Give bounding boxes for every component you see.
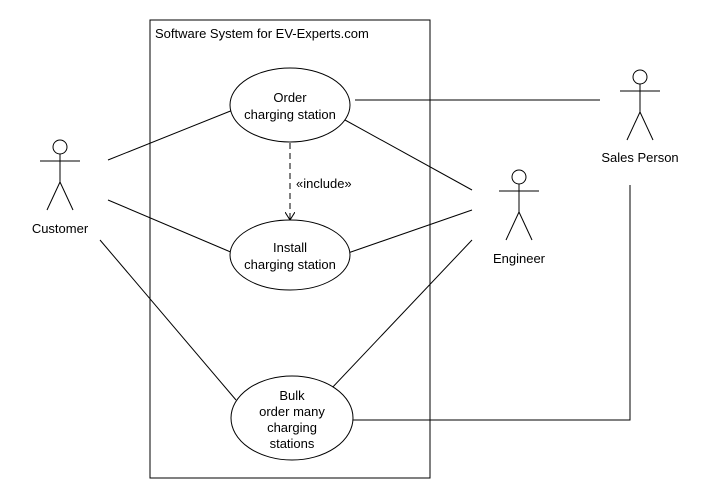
- use-case-bulk-line-2: order many: [259, 404, 325, 419]
- stick-figure-icon: [40, 139, 80, 211]
- assoc-sales-bulk: [352, 185, 631, 421]
- assoc-customer-install: [107, 199, 234, 254]
- use-case-install-line-1: Install: [273, 240, 307, 255]
- use-case-bulk-order[interactable]: Bulk order many charging stations: [230, 375, 354, 461]
- use-case-bulk-line-4: stations: [270, 436, 315, 451]
- stick-figure-icon: [620, 69, 660, 141]
- assoc-engineer-bulk: [329, 239, 473, 391]
- use-case-install-charging-station[interactable]: Install charging station: [229, 219, 351, 291]
- system-boundary: [149, 19, 431, 479]
- use-case-install-line-2: charging station: [244, 257, 336, 272]
- assoc-engineer-order: [344, 119, 473, 191]
- assoc-customer-bulk: [99, 239, 237, 401]
- associations: [99, 99, 631, 421]
- actor-sales-person[interactable]: Sales Person: [601, 69, 679, 165]
- include-label: «include»: [296, 176, 352, 191]
- use-case-bulk-line-1: Bulk: [279, 388, 305, 403]
- assoc-customer-order: [107, 109, 234, 161]
- use-case-order-line-2: charging station: [244, 107, 336, 122]
- use-case-order-line-1: Order: [273, 90, 307, 105]
- assoc-engineer-install: [347, 209, 473, 254]
- actor-customer-label: Customer: [32, 221, 89, 236]
- actor-customer[interactable]: Customer: [32, 139, 89, 236]
- actor-engineer-label: Engineer: [493, 251, 546, 266]
- stick-figure-icon: [499, 169, 539, 241]
- use-case-bulk-line-3: charging: [267, 420, 317, 435]
- system-title: Software System for EV-Experts.com: [155, 26, 369, 41]
- actor-engineer[interactable]: Engineer: [493, 169, 546, 266]
- use-case-order-charging-station[interactable]: Order charging station: [229, 67, 351, 143]
- actor-sales-person-label: Sales Person: [601, 150, 678, 165]
